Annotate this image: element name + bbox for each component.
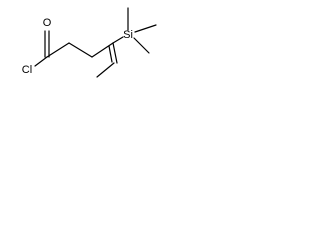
terminal-methyl-bond xyxy=(96,62,115,78)
alkene-double-bond-1 xyxy=(112,42,118,64)
structural-formula: O Cl Si xyxy=(22,7,157,78)
silicon-methyl-right-lower xyxy=(133,37,150,54)
silicon-label: Si xyxy=(123,29,133,41)
oxygen-label: O xyxy=(43,17,52,29)
silicon-methyl-right-upper xyxy=(134,24,157,33)
carbon-chlorine-bond xyxy=(34,56,48,67)
chain-bond-c3-c4 xyxy=(91,42,114,58)
alkene-double-bond-2 xyxy=(108,45,113,63)
chain-bond-c2-c3 xyxy=(68,42,93,58)
carbon-silicon-bond xyxy=(112,36,124,44)
chlorine-label: Cl xyxy=(22,64,32,76)
chain-bond-c1-c2 xyxy=(46,42,70,58)
